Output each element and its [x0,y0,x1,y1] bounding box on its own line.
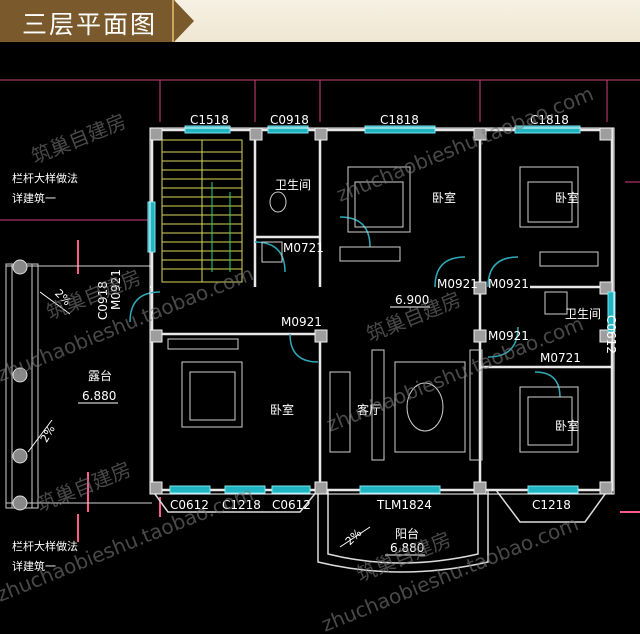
elevation-marks [78,306,430,556]
window-label-c0612-c: C0612 [604,315,618,354]
watermark-cn-4: 筑巢自建房 [33,457,135,517]
railing-note-top-1: 栏杆大样做法 [12,171,78,185]
watermarks: 筑巢自建房 zhuchaobieshu.taobao.com 筑巢自建房 zhu… [0,81,597,634]
wall-outer [149,127,615,495]
room-labels: 卫生间 卧室 卧室 卫生间 卧室 客厅 卧室 露台 阳台 [88,178,601,541]
door-label-m0921-d: M0921 [488,329,529,343]
window-label-c1518: C1518 [190,113,229,127]
furniture [167,166,599,461]
window-label-c0612-b: C0612 [272,498,311,512]
terrace-posts [12,259,28,511]
window-label-c1218-a: C1218 [222,498,261,512]
window-label-c1218-b: C1218 [532,498,571,512]
slope-balcony: 2% [343,526,365,548]
balcony-outline [151,489,609,573]
door-label-m0921-a: M0921 [437,277,478,291]
door-label-m0721-b: M0721 [540,351,581,365]
stairs [161,139,243,283]
page-title: 三层平面图 [22,10,158,39]
window-label-c1818-b: C1818 [530,113,569,127]
room-bed-center-top: 卧室 [432,190,456,205]
room-bath-top: 卫生间 [275,178,311,192]
window-label-c0918-b: C0918 [96,281,110,320]
railing-note-bot-1: 栏杆大样做法 [12,539,78,553]
title-banner: 三层平面图 [0,0,640,42]
railing-note-top-2: 详建筑一 [12,191,56,205]
title-box: 三层平面图 [0,0,194,42]
windows [147,125,616,494]
floor-plan: C1518 C0918 C1818 C1818 C0612 C1218 C061… [0,79,640,634]
door-label-m0921-b: M0921 [488,277,529,291]
room-bed-right-top: 卧室 [555,190,579,205]
room-bed-right-bottom: 卧室 [555,418,579,433]
railing-notes: 栏杆大样做法 详建筑一 栏杆大样做法 详建筑一 [12,171,78,573]
window-label-c0612-a: C0612 [170,498,209,512]
axis-ticks [77,240,640,542]
door-label-m0921-e: M0921 [109,269,123,310]
room-balcony: 阳台 [395,526,419,541]
elevation-terrace: 6.880 [82,389,116,403]
window-label-c1818-a: C1818 [380,113,419,127]
door-labels: M0721 M0921 M0921 M0921 M0921 M0921 M072… [109,241,581,365]
elevation-hall: 6.900 [395,293,429,307]
room-bed-left: 卧室 [270,402,294,417]
room-terrace: 露台 [88,368,112,383]
elevation-balcony: 6.880 [390,541,424,555]
watermark-cn-1: 筑巢自建房 [28,109,130,169]
elevation-labels: 6.900 6.880 6.880 [82,293,429,555]
watermark-url-1: zhuchaobieshu.taobao.com [333,81,597,206]
axis-lines [0,79,640,221]
room-bath-right: 卫生间 [565,307,601,321]
stair-arrow [211,182,231,272]
door-swings [129,216,561,398]
door-label-m0921-c: M0921 [281,315,322,329]
window-label-c0918: C0918 [270,113,309,127]
slope-arrows [27,291,371,548]
railing-note-bot-2: 详建筑一 [12,559,56,573]
window-labels: C1518 C0918 C1818 C1818 C0612 C1218 C061… [96,113,618,512]
door-label-m0721-a: M0721 [283,241,324,255]
window-label-tlm1824: TLM1824 [376,498,432,512]
room-living: 客厅 [357,402,381,417]
